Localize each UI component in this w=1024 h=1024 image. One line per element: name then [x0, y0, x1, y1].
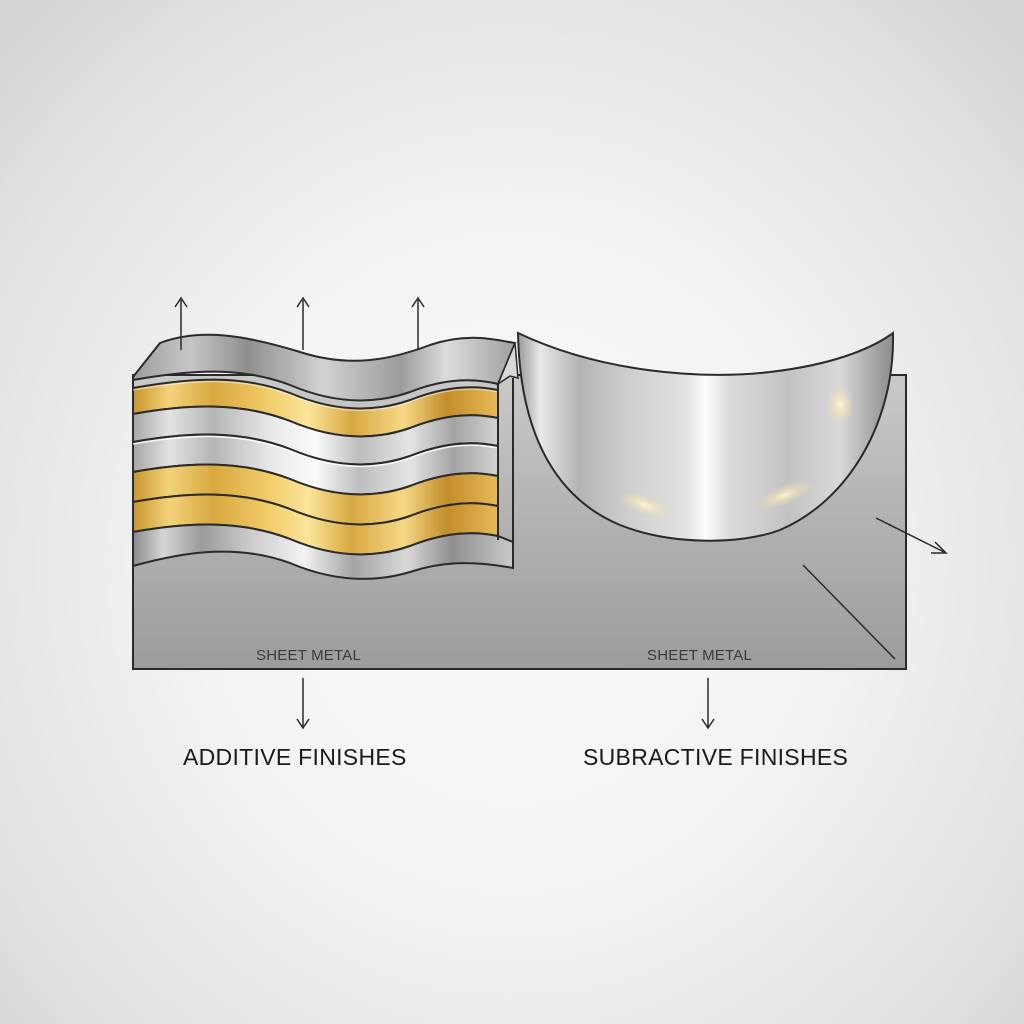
up-arrow-2 [296, 296, 310, 350]
diagonal-leader-line [802, 564, 896, 660]
sheet-metal-label-right: SHEET METAL [647, 647, 753, 664]
up-arrow-1 [174, 296, 188, 350]
sheet-metal-label-left: SHEET METAL [256, 647, 362, 664]
up-arrow-3 [411, 296, 425, 350]
additive-layer-stack [132, 333, 519, 580]
additive-finishes-title: ADDITIVE FINISHES [183, 744, 407, 770]
down-arrow-left [296, 678, 310, 730]
down-arrow-right [701, 678, 715, 730]
subtractive-bowl [516, 331, 895, 542]
subtractive-finishes-title: SUBRACTIVE FINISHES [583, 744, 849, 770]
diagonal-arrow [875, 517, 948, 554]
